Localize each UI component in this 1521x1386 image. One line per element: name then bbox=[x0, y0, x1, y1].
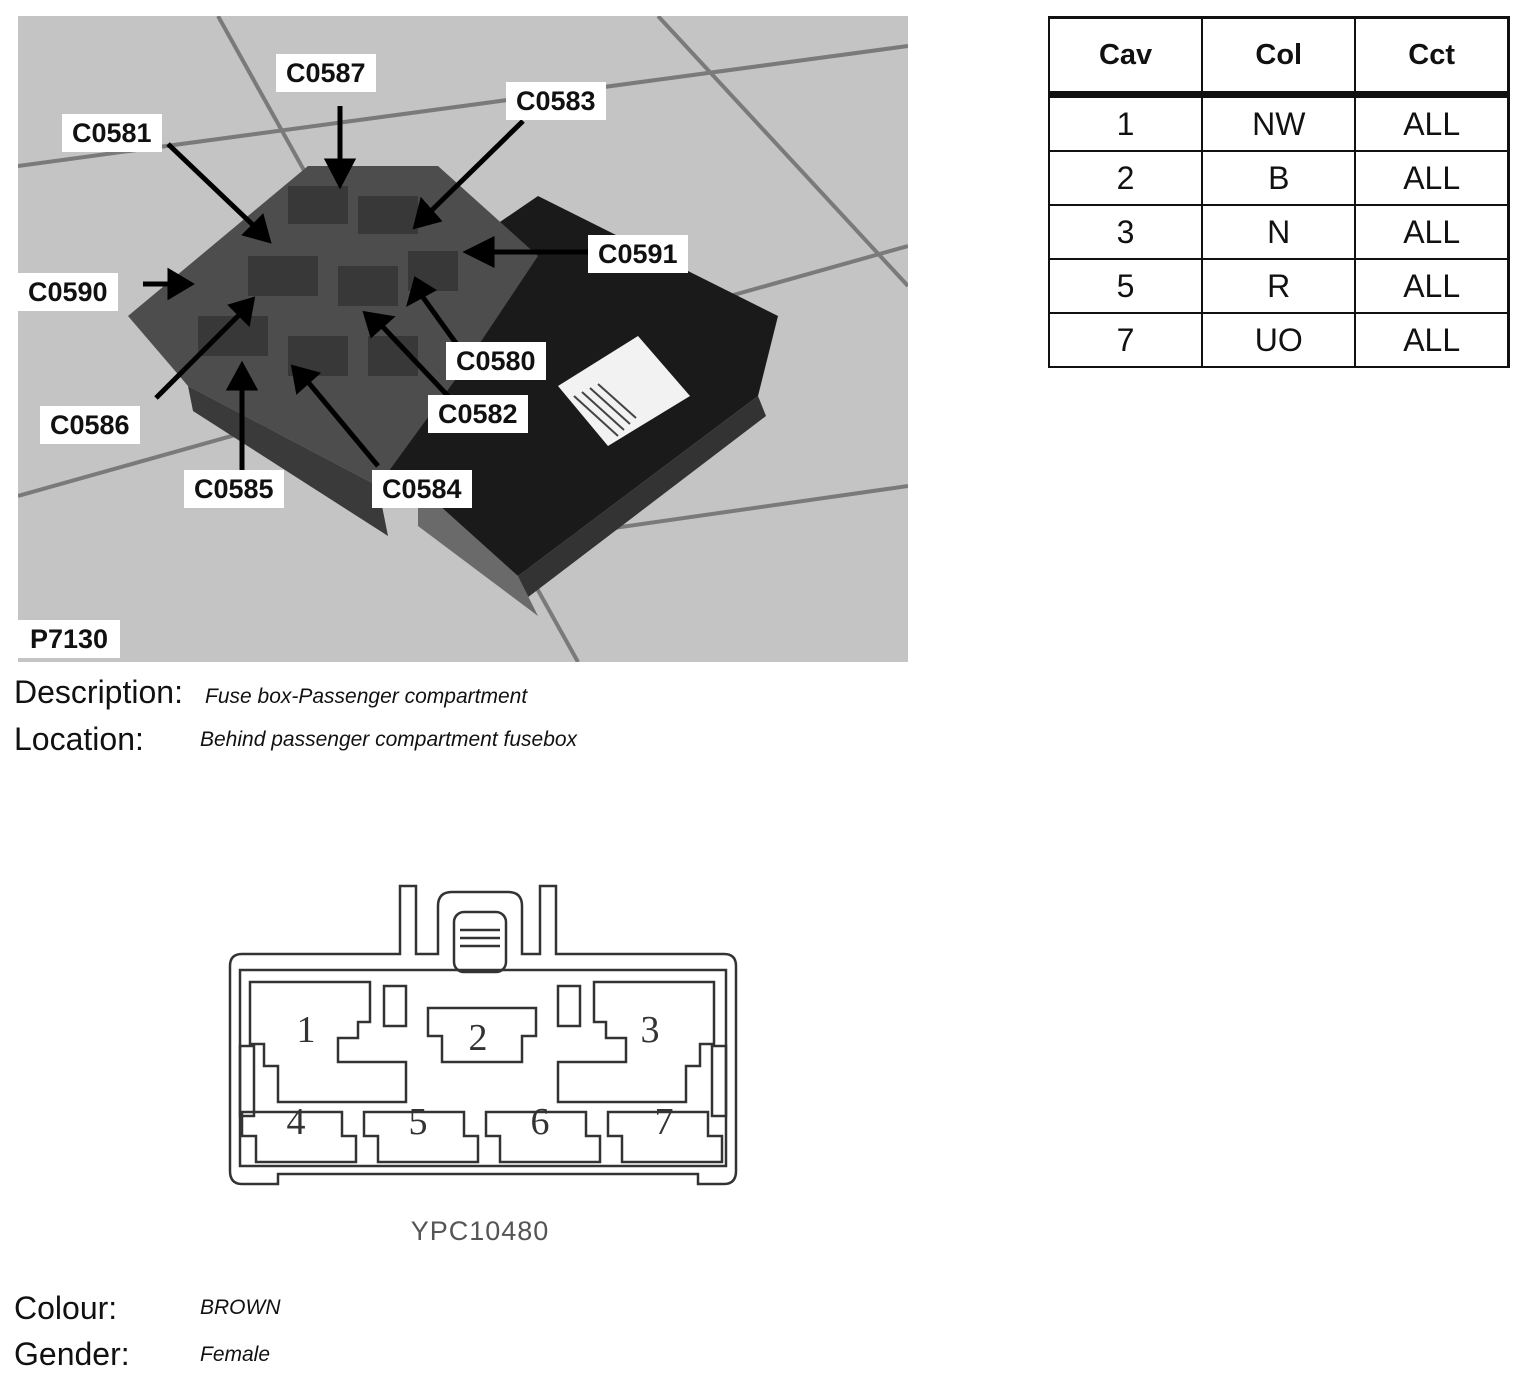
callout-c0581: C0581 bbox=[62, 114, 162, 152]
cell-col: UO bbox=[1201, 313, 1356, 368]
cavity-4-number: 4 bbox=[287, 1101, 306, 1143]
fusebox-photo: C0587 C0583 C0581 C0591 C0590 C0580 C058… bbox=[18, 16, 908, 662]
cell-col: B bbox=[1201, 151, 1356, 206]
callout-c0583: C0583 bbox=[506, 82, 606, 120]
gender-value: Female bbox=[200, 1343, 271, 1366]
table-row: 5 R ALL bbox=[1047, 259, 1509, 314]
connector-face-diagram: 1 2 3 4 5 6 7 bbox=[228, 884, 738, 1186]
connector-part-code: YPC10480 bbox=[410, 1216, 550, 1246]
header-cct: Cct bbox=[1354, 17, 1509, 98]
cell-cav: 1 bbox=[1047, 94, 1203, 152]
cell-cav: 5 bbox=[1047, 259, 1203, 314]
description-value: Fuse box-Passenger compartment bbox=[205, 685, 528, 708]
cell-col: NW bbox=[1201, 94, 1356, 152]
callout-c0585: C0585 bbox=[184, 470, 284, 508]
colour-label: Colour: bbox=[14, 1290, 118, 1326]
callout-c0591: C0591 bbox=[588, 235, 688, 273]
callout-c0582: C0582 bbox=[428, 395, 528, 433]
cavity-5-number: 5 bbox=[409, 1101, 428, 1143]
cell-cav: 2 bbox=[1047, 151, 1203, 206]
table-row: 3 N ALL bbox=[1047, 205, 1509, 260]
callout-c0586: C0586 bbox=[40, 406, 140, 444]
cell-cav: 3 bbox=[1047, 205, 1203, 260]
cell-cct: ALL bbox=[1354, 259, 1509, 314]
cavity-1-number: 1 bbox=[297, 1009, 316, 1051]
colour-value: BROWN bbox=[200, 1296, 281, 1319]
callout-c0587: C0587 bbox=[276, 54, 376, 92]
pinout-table: Cav Col Cct 1 NW ALL 2 B ALL 3 N ALL 5 R… bbox=[1047, 16, 1510, 368]
cavity-6-number: 6 bbox=[531, 1101, 550, 1143]
location-value: Behind passenger compartment fusebox bbox=[200, 728, 578, 751]
cell-cav: 7 bbox=[1047, 313, 1203, 368]
table-row: 1 NW ALL bbox=[1047, 94, 1509, 152]
cavity-7-number: 7 bbox=[655, 1101, 674, 1143]
gender-label: Gender: bbox=[14, 1336, 130, 1372]
cell-col: N bbox=[1201, 205, 1356, 260]
callout-c0584: C0584 bbox=[372, 470, 472, 508]
header-cav: Cav bbox=[1047, 17, 1203, 98]
cavity-2-number: 2 bbox=[469, 1017, 488, 1059]
table-row: 7 UO ALL bbox=[1047, 313, 1509, 368]
cell-cct: ALL bbox=[1354, 94, 1509, 152]
callout-c0580: C0580 bbox=[446, 342, 546, 380]
photo-reference: P7130 bbox=[18, 620, 121, 658]
cell-cct: ALL bbox=[1354, 313, 1509, 368]
description-label: Description: bbox=[14, 674, 183, 710]
cell-col: R bbox=[1201, 259, 1356, 314]
location-label: Location: bbox=[14, 721, 144, 757]
table-header-row: Cav Col Cct bbox=[1047, 17, 1509, 98]
callout-c0590: C0590 bbox=[18, 273, 118, 311]
cavity-3-number: 3 bbox=[641, 1009, 660, 1051]
table-row: 2 B ALL bbox=[1047, 151, 1509, 206]
cell-cct: ALL bbox=[1354, 205, 1509, 260]
fusebox-photo-drawing bbox=[18, 16, 908, 662]
header-col: Col bbox=[1201, 17, 1356, 98]
cell-cct: ALL bbox=[1354, 151, 1509, 206]
